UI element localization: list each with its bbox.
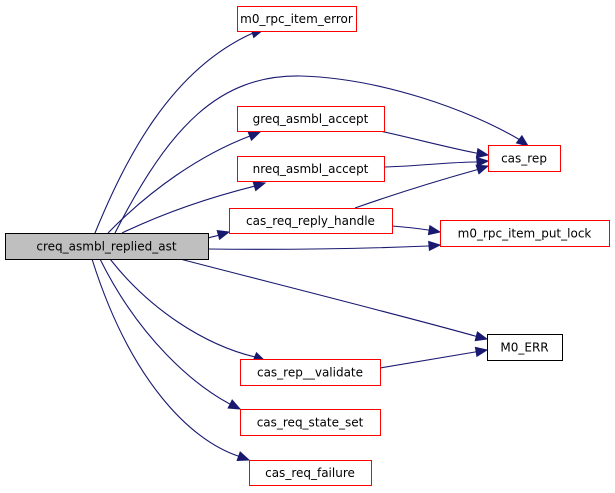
node-box bbox=[5, 233, 209, 260]
edge-line bbox=[107, 135, 251, 234]
arrowhead-icon bbox=[236, 451, 251, 461]
edge-greq_asmbl_accept-to-cas_rep bbox=[379, 130, 490, 159]
node-box bbox=[240, 409, 381, 436]
node-label: nreq_asmbl_accept bbox=[253, 162, 369, 176]
node-cas-rep[interactable]: cas_rep bbox=[488, 145, 561, 172]
node-cas-req-reply-handle[interactable]: cas_req_reply_handle bbox=[229, 208, 393, 234]
edge-line bbox=[207, 245, 429, 250]
edge-line bbox=[94, 32, 254, 234]
node-m0-rpc-item-error[interactable]: m0_rpc_item_error bbox=[237, 6, 357, 32]
edges-layer bbox=[91, 28, 530, 461]
edge-line-tail bbox=[518, 138, 521, 141]
node-nreq-asmbl-accept[interactable]: nreq_asmbl_accept bbox=[237, 156, 385, 182]
node-cas-rep--validate[interactable]: cas_rep__validate bbox=[240, 359, 381, 386]
edge-line bbox=[207, 234, 220, 239]
node-label: greq_asmbl_accept bbox=[253, 112, 369, 126]
arrowhead-icon bbox=[427, 224, 442, 236]
edge-root-to-cas_rep bbox=[114, 75, 530, 234]
node-label: m0_rpc_item_error bbox=[240, 12, 353, 26]
node-label: m0_rpc_item_put_lock bbox=[458, 227, 592, 241]
arrowhead-icon bbox=[476, 156, 490, 168]
arrowhead-icon bbox=[515, 134, 530, 147]
node-m0-rpc-item-put-lock[interactable]: m0_rpc_item_put_lock bbox=[440, 220, 610, 247]
edge-nreq_asmbl_accept-to-cas_rep bbox=[383, 156, 490, 168]
edge-cas_rep__validate-to-M0_ERR bbox=[379, 346, 489, 369]
edge-line bbox=[383, 161, 477, 168]
arrowhead-icon bbox=[475, 147, 490, 159]
edge-root-to-m0_rpc_item_put_lock bbox=[207, 240, 442, 252]
edge-line bbox=[179, 258, 476, 337]
node-box bbox=[240, 359, 381, 386]
edge-line bbox=[114, 75, 521, 234]
edge-root-to-M0_ERR bbox=[179, 258, 489, 342]
node-box bbox=[249, 460, 372, 486]
edge-line bbox=[99, 258, 229, 404]
arrowhead-icon bbox=[216, 229, 231, 241]
edge-root-to-cas_req_state_set bbox=[99, 258, 242, 410]
arrowhead-icon bbox=[428, 240, 442, 252]
edge-root-to-nreq_asmbl_accept bbox=[121, 181, 267, 234]
edge-line bbox=[109, 258, 256, 358]
node-box bbox=[487, 334, 563, 361]
node-cas-req-state-set[interactable]: cas_req_state_set bbox=[240, 409, 381, 436]
edge-root-to-cas_req_reply_handle bbox=[207, 229, 231, 241]
node-label: cas_rep bbox=[501, 152, 547, 166]
edge-cas_req_reply_handle-to-m0_rpc_item_put_lock bbox=[391, 224, 442, 236]
node-m0-err: M0_ERR bbox=[487, 334, 563, 361]
edge-line bbox=[391, 225, 429, 231]
edge-line bbox=[121, 185, 256, 234]
edge-cas_req_reply_handle-to-cas_rep bbox=[354, 164, 490, 209]
node-box bbox=[229, 208, 393, 234]
arrowhead-icon bbox=[475, 164, 490, 175]
node-label: cas_req_reply_handle bbox=[246, 214, 375, 228]
node-box bbox=[440, 220, 610, 247]
arrowhead-icon bbox=[474, 346, 489, 358]
edge-root-to-cas_rep__validate bbox=[109, 258, 267, 362]
node-greq-asmbl-accept[interactable]: greq_asmbl_accept bbox=[237, 106, 385, 132]
edge-line bbox=[379, 351, 476, 369]
node-label: cas_req_state_set bbox=[257, 416, 364, 430]
node-root: creq_asmbl_replied_ast bbox=[5, 233, 209, 260]
node-label: creq_asmbl_replied_ast bbox=[36, 240, 176, 254]
node-label: M0_ERR bbox=[500, 341, 548, 355]
edge-root-to-cas_req_failure bbox=[91, 258, 251, 461]
node-label: cas_rep__validate bbox=[257, 366, 363, 380]
edge-line-tail bbox=[227, 402, 231, 405]
node-box bbox=[237, 156, 385, 182]
edge-line bbox=[379, 130, 477, 154]
edge-line bbox=[354, 169, 477, 209]
nodes-layer: creq_asmbl_replied_ast m0_rpc_item_errorg… bbox=[5, 6, 610, 486]
node-box bbox=[237, 106, 385, 132]
node-box bbox=[488, 145, 561, 172]
edge-root-to-greq_asmbl_accept bbox=[107, 131, 262, 234]
edge-line bbox=[91, 258, 239, 457]
node-label: cas_req_failure bbox=[265, 466, 355, 480]
node-box bbox=[237, 6, 357, 32]
edge-line-tail bbox=[475, 168, 478, 171]
arrowhead-icon bbox=[474, 331, 489, 342]
node-cas-req-failure[interactable]: cas_req_failure bbox=[249, 460, 372, 486]
